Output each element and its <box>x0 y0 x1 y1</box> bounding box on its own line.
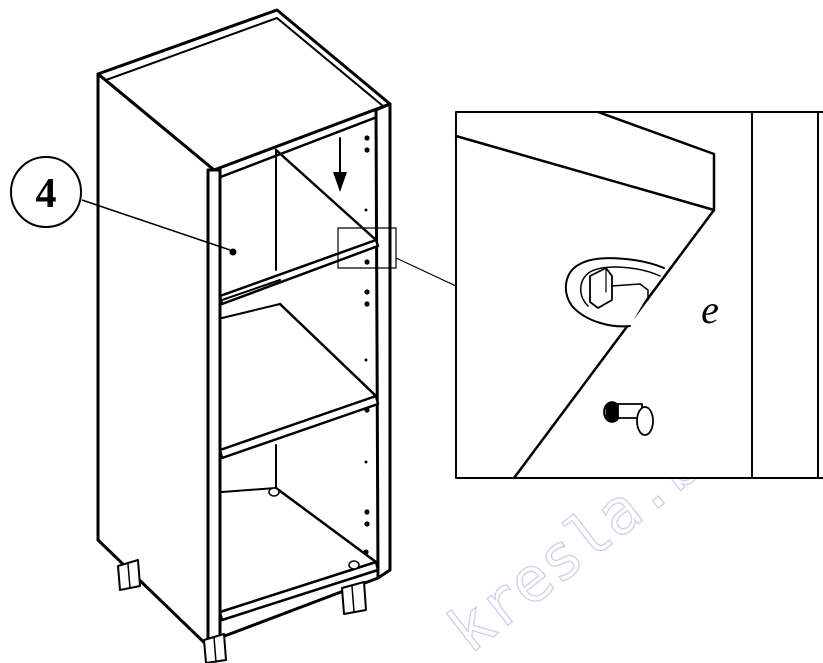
bottom-panel <box>218 560 380 622</box>
detail-view: e <box>454 110 823 480</box>
part-callout: 4 <box>10 156 231 251</box>
leg-front-left <box>203 633 227 663</box>
detail-source-box <box>337 227 397 269</box>
shelf-pin-holes <box>363 135 370 555</box>
cabinet <box>96 8 457 663</box>
left-side-panel <box>96 72 216 654</box>
middle-shelf <box>218 394 380 460</box>
shelf-support-bracket <box>564 257 665 328</box>
leg-front-right <box>341 581 367 615</box>
callout-number: 4 <box>36 171 57 217</box>
right-side-panel <box>374 102 392 580</box>
left-panel-front-edge <box>206 168 222 650</box>
detail-label: e <box>701 287 719 332</box>
upper-shelf <box>218 238 380 306</box>
bottom-connectors <box>268 487 360 570</box>
fastener-marker <box>229 248 237 256</box>
leg-back-left <box>117 559 141 591</box>
insert-arrow <box>333 137 347 192</box>
shelf-pin <box>603 401 654 436</box>
